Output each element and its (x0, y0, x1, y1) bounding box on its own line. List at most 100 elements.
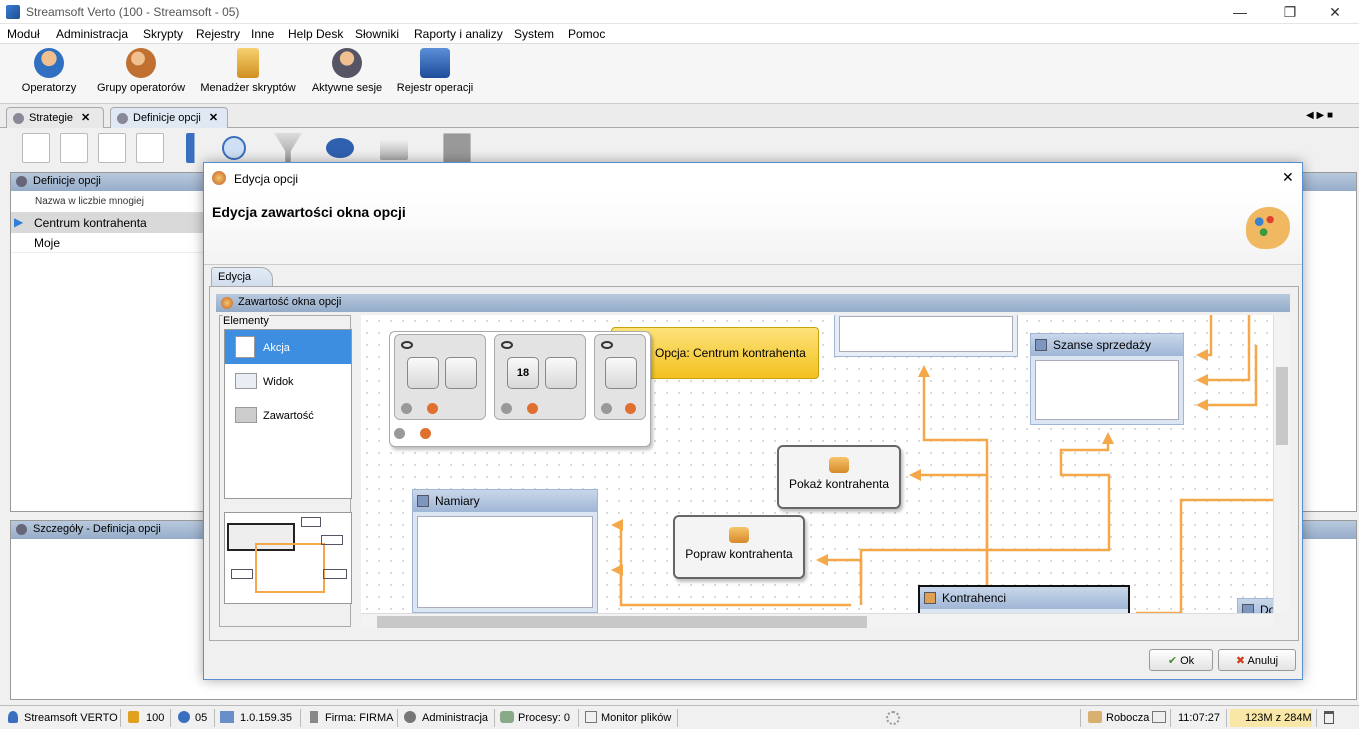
column-header[interactable]: Nazwa w liczbie mnogiej (11, 191, 209, 213)
remove-icon[interactable] (420, 428, 431, 439)
status-separator (677, 709, 678, 727)
maximize-button[interactable]: ❐ (1283, 4, 1297, 20)
menu-administracja[interactable]: Administracja (56, 27, 129, 41)
window-title: Kontrahenci (942, 591, 1007, 605)
tab-edycja[interactable]: Edycja (211, 267, 273, 287)
overview-viewport[interactable] (227, 523, 295, 551)
close-tab-icon[interactable]: ✕ (81, 112, 91, 124)
monitor-icon (585, 711, 597, 723)
dialog-close-button[interactable]: ✕ (1282, 169, 1294, 185)
minimize-button[interactable]: — (1233, 4, 1247, 20)
menadzer-skryptow-button[interactable]: Menadżer skryptów (198, 46, 298, 102)
calendar-icon[interactable]: 18 (507, 357, 539, 389)
grupy-operatorow-button[interactable]: Grupy operatorów (94, 46, 188, 102)
ok-button[interactable]: ✔ Ok (1149, 649, 1213, 671)
arrowhead (611, 519, 623, 531)
close-tab-icon[interactable]: ✕ (208, 112, 219, 124)
design-canvas[interactable]: Opcja: Centrum kontrahenta 18 (361, 315, 1273, 613)
cancel-button[interactable]: ✖ Anuluj (1218, 649, 1296, 671)
eye-icon[interactable] (601, 341, 613, 349)
status-monitor[interactable]: Monitor plików (601, 712, 672, 724)
element-zawartosc[interactable]: Zawartość (225, 398, 351, 432)
overview-node (323, 569, 347, 579)
content-section-title: Zawartość okna opcji (238, 296, 342, 308)
remove-icon[interactable] (527, 403, 538, 414)
canvas-overview[interactable] (224, 512, 352, 604)
status-procesy[interactable]: Procesy: 0 (518, 712, 570, 724)
element-label: Widok (263, 376, 294, 388)
window-title: Szanse sprzedaży (1053, 338, 1152, 352)
add-icon[interactable] (394, 428, 405, 439)
close-button[interactable]: ✕ (1329, 4, 1341, 20)
eye-icon[interactable] (401, 341, 413, 349)
dialog-header: Edycja zawartości okna opcji (204, 193, 1302, 265)
show-contractor-icon[interactable] (407, 357, 439, 389)
menu-inne[interactable]: Inne (251, 27, 275, 41)
add-icon[interactable] (401, 403, 412, 414)
element-widok[interactable]: Widok (225, 364, 351, 398)
menu-modul[interactable]: Moduł (7, 27, 40, 41)
delete-icon[interactable] (136, 133, 164, 163)
window-szanse-sprzedazy[interactable]: Szanse sprzedaży (1030, 333, 1184, 425)
edit-icon[interactable] (98, 133, 126, 163)
add-icon[interactable] (60, 133, 88, 163)
menu-pomoc[interactable]: Pomoc (568, 27, 606, 41)
print-icon[interactable] (380, 140, 408, 160)
sort-icon[interactable] (186, 133, 214, 163)
preview-icon[interactable] (22, 133, 50, 163)
tab-definicje-opcji[interactable]: Definicje opcji✕ (110, 107, 228, 128)
document-icon[interactable] (545, 357, 577, 389)
window-header: Kontrahenci (920, 587, 1128, 609)
search-icon[interactable] (222, 136, 246, 160)
menu-rejestry[interactable]: Rejestry (196, 27, 241, 41)
menu-skrypty[interactable]: Skrypty (143, 27, 184, 41)
status-separator (1170, 709, 1171, 727)
menu-system[interactable]: System (514, 27, 555, 41)
status-robocza[interactable]: Robocza (1106, 712, 1150, 724)
window-namiary[interactable]: Namiary (412, 489, 598, 613)
window-stub[interactable] (834, 315, 1018, 357)
horizontal-scrollbar[interactable] (361, 613, 1273, 629)
window-do[interactable]: Do (1237, 598, 1273, 613)
window-kontrahenci[interactable]: Kontrahenci (918, 585, 1130, 613)
eye-icon[interactable] (501, 341, 513, 349)
node-pokaz-kontrahenta[interactable]: Pokaż kontrahenta (777, 445, 901, 509)
vertical-scrollbar[interactable] (1273, 315, 1289, 613)
arrow-path (1136, 498, 1273, 613)
add-icon[interactable] (601, 403, 612, 414)
remove-icon[interactable] (625, 403, 636, 414)
aktywne-sesje-button[interactable]: Aktywne sesje (306, 46, 388, 102)
tab-navigation[interactable]: ◀ ▶ ■ (1306, 110, 1333, 121)
trash-icon[interactable] (1324, 711, 1334, 724)
remove-icon[interactable] (427, 403, 438, 414)
edit-contractor-icon[interactable] (445, 357, 477, 389)
element-akcja[interactable]: Akcja (225, 330, 351, 364)
play-icon[interactable] (605, 357, 637, 389)
scroll-thumb[interactable] (1276, 367, 1288, 445)
tab-strategie[interactable]: Strategie✕ (6, 107, 104, 128)
scroll-thumb[interactable] (377, 616, 867, 628)
arrowhead (1196, 399, 1208, 411)
contractor-icon (924, 592, 936, 604)
table-row[interactable]: ▶ Centrum kontrahenta (11, 213, 209, 233)
table-row[interactable]: Moje (11, 233, 209, 253)
operatorzy-button[interactable]: Operatorzy (14, 46, 84, 102)
menu-slowniki[interactable]: Słowniki (355, 27, 400, 41)
ok-label: Ok (1180, 655, 1195, 667)
add-icon[interactable] (501, 403, 512, 414)
details-icon (16, 524, 27, 535)
export-icon[interactable] (326, 138, 354, 158)
action-container[interactable]: 18 (389, 331, 651, 447)
menu-raporty[interactable]: Raporty i analizy (414, 27, 503, 41)
action-group[interactable] (394, 334, 486, 420)
menu-help-desk[interactable]: Help Desk (288, 27, 344, 41)
gear-icon (16, 176, 27, 187)
users-group-icon (126, 48, 156, 78)
filter-icon[interactable] (274, 133, 302, 163)
node-popraw-kontrahenta[interactable]: Popraw kontrahenta (673, 515, 805, 579)
action-group[interactable] (594, 334, 646, 420)
rejestr-operacji-button[interactable]: Rejestr operacji (392, 46, 478, 102)
action-group[interactable]: 18 (494, 334, 586, 420)
dialog-title-bar: Edycja opcji ✕ (204, 163, 1302, 193)
layout-icon[interactable] (443, 133, 471, 163)
